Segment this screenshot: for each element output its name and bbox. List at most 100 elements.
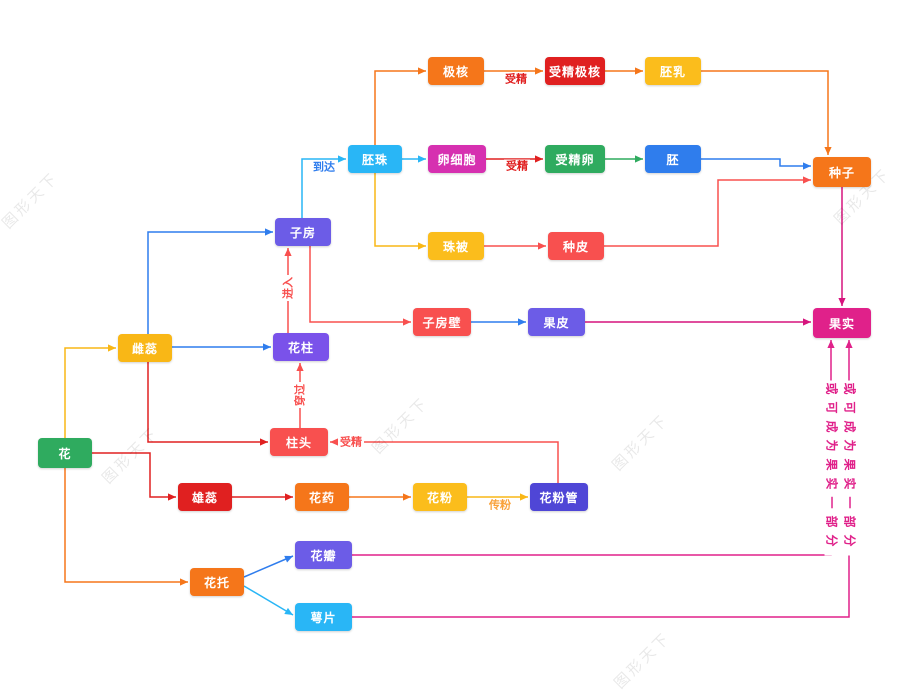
edge-label: 穿过 [293,382,307,408]
node-label-sjl: 受精卵 [555,152,595,167]
arrowhead-peizhu-to-zhubei [418,242,426,250]
node-label-xiongrui: 雄蕊 [191,490,218,505]
arrowhead-zifang-to-zifangbi [403,318,411,326]
node-guopi[interactable]: 果皮 [528,308,585,336]
arrowhead-zhutou-to-huazhu [296,363,304,371]
node-sjjh[interactable]: 受精极核 [545,57,605,85]
node-peiru[interactable]: 胚乳 [645,57,701,85]
edge-peizhu-to-zhubei [374,173,426,247]
node-label-peizhu: 胚珠 [361,152,388,167]
edge-label: 受精 [504,159,530,173]
arrowhead-zhongpi-to-zhongzi [803,176,811,184]
arrowhead-peizhu-to-jihe [418,67,426,75]
node-label-zifangbi: 子房壁 [422,315,462,330]
node-label-zhongpi: 种皮 [562,239,589,254]
node-label-huatuo: 花托 [203,575,230,590]
node-label-zhutou: 柱头 [285,435,312,450]
node-label-huafen: 花粉 [426,490,453,505]
node-pei[interactable]: 胚 [645,145,701,173]
node-label-huaban: 花瓣 [310,548,337,563]
node-label-sjjh: 受精极核 [548,64,601,79]
edge-zifang-to-zifangbi [309,246,411,323]
node-label-luanxibao: 卵细胞 [437,152,477,167]
arrowhead-cirui-to-zifang [265,228,273,236]
arrowhead-zhongzi-to-guoshi [838,298,846,306]
edge-cirui-to-zifang [147,231,273,334]
edge-pei-to-zhongzi [701,158,811,167]
node-sjl[interactable]: 受精卵 [545,145,605,173]
node-huafen[interactable]: 花粉 [413,483,467,511]
edge-peizhu-to-jihe [374,70,426,145]
edge-huatuo-to-huaban [243,555,294,578]
node-jihe[interactable]: 极核 [428,57,484,85]
arrowhead-luanxibao-to-sjl [535,155,543,163]
node-huaban[interactable]: 花瓣 [295,541,352,569]
node-zhubei[interactable]: 珠被 [428,232,484,260]
arrowhead-zhubei-to-zhongpi [538,242,546,250]
edge-label: 受精 [338,435,364,449]
arrowhead-cirui-to-zhutou [260,438,268,446]
edge-label: 或可成为果实一部分 [842,380,857,556]
node-label-zhubei: 珠被 [442,239,469,254]
arrowhead-huazhu-to-zifang [284,248,292,256]
edge-hua-to-huatuo [64,468,188,583]
arrowhead-huatuo-to-epian [284,607,293,615]
node-label-huafenguan: 花粉管 [539,490,579,505]
arrowhead-huaban-to-guoshi [827,340,835,348]
node-zhutou[interactable]: 柱头 [270,428,328,456]
arrowhead-huayao-to-huafen [403,493,411,501]
arrowhead-huafen-to-huafenguan [520,493,528,501]
arrowhead-zifangbi-to-guopi [518,318,526,326]
node-huazhu[interactable]: 花柱 [273,333,329,361]
edge-cirui-to-zhutou [147,362,268,443]
node-luanxibao[interactable]: 卵细胞 [428,145,486,173]
arrowhead-guopi-to-guoshi [803,318,811,326]
edge-label: 到达 [311,160,337,174]
arrowhead-cirui-to-huazhu [263,343,271,351]
edge-huafenguan-to-zhutou [330,441,559,483]
arrowhead-jihe-to-sjjh [535,67,543,75]
node-zifangbi[interactable]: 子房壁 [413,308,471,336]
node-zhongzi[interactable]: 种子 [813,157,871,187]
arrowhead-xiongrui-to-huayao [285,493,293,501]
node-label-guopi: 果皮 [543,315,570,330]
node-guoshi[interactable]: 果实 [813,308,871,338]
node-label-zhongzi: 种子 [828,165,855,180]
edge-label: 或可成为果实一部分 [824,380,839,556]
arrowhead-epian-to-guoshi [845,340,853,348]
node-label-cirui: 雌蕊 [131,341,158,356]
arrowhead-huatuo-to-huaban [284,555,293,563]
node-label-pei: 胚 [666,152,680,167]
node-zifang[interactable]: 子房 [275,218,331,246]
arrowhead-sjl-to-pei [635,155,643,163]
node-huafenguan[interactable]: 花粉管 [530,483,588,511]
arrowhead-pei-to-zhongzi [803,162,811,170]
edge-peiru-to-zhongzi [701,70,829,155]
node-cirui[interactable]: 雌蕊 [118,334,172,362]
arrowhead-hua-to-xiongrui [168,493,176,501]
node-label-huazhu: 花柱 [287,340,314,355]
node-zhongpi[interactable]: 种皮 [548,232,604,260]
node-xiongrui[interactable]: 雄蕊 [178,483,232,511]
node-epian[interactable]: 萼片 [295,603,352,631]
edge-epian-to-guoshi [352,340,850,618]
arrowhead-hua-to-huatuo [180,578,188,586]
edge-hua-to-xiongrui [92,452,176,498]
node-label-peiru: 胚乳 [659,64,686,79]
node-label-zifang: 子房 [289,225,316,240]
edge-label: 进入 [281,275,295,301]
node-peizhu[interactable]: 胚珠 [348,145,402,173]
node-label-jihe: 极核 [442,64,469,79]
arrowhead-sjjh-to-peiru [635,67,643,75]
node-huayao[interactable]: 花药 [295,483,349,511]
arrowhead-peiru-to-zhongzi [824,147,832,155]
arrowhead-zifang-to-peizhu [338,155,346,163]
node-label-epian: 萼片 [310,610,337,625]
node-label-huayao: 花药 [308,490,335,505]
edge-huatuo-to-epian [243,585,294,616]
arrowhead-hua-to-cirui [108,344,116,352]
node-hua[interactable]: 花 [38,438,92,468]
edge-zifang-to-peizhu [301,158,346,218]
node-huatuo[interactable]: 花托 [190,568,244,596]
